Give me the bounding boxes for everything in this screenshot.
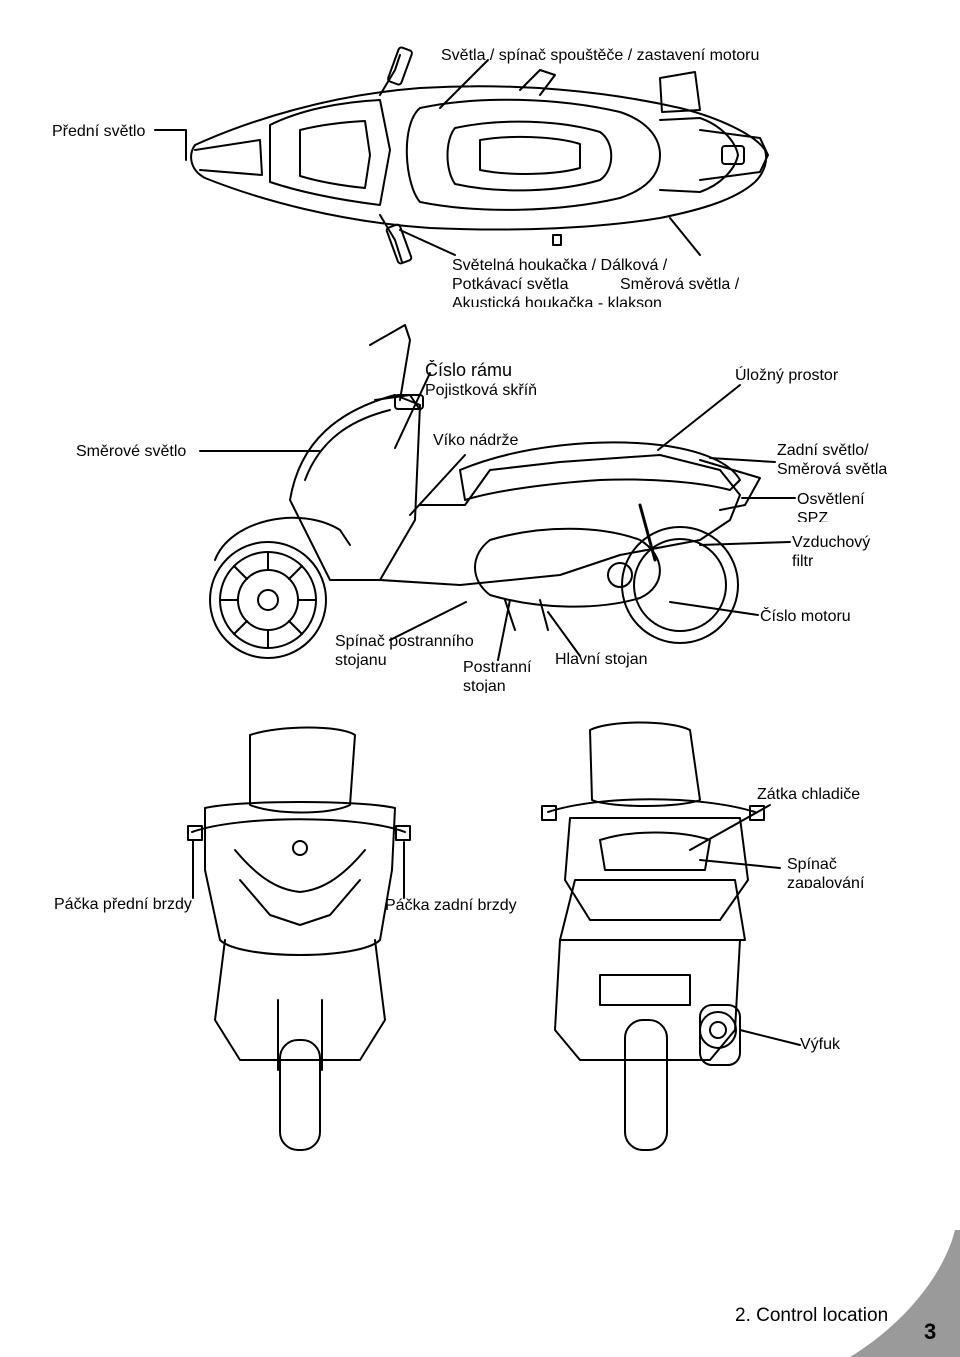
leader-exhaust bbox=[739, 1029, 801, 1046]
label-headlight: Přední světlo bbox=[52, 123, 146, 140]
scooter-front-view bbox=[187, 726, 411, 1151]
label-side-stand-line2: stojan bbox=[463, 678, 506, 693]
leader-passing bbox=[399, 229, 456, 256]
leader-main-stand bbox=[547, 611, 581, 657]
scooter-top-view bbox=[190, 46, 769, 265]
leader-side-stand-switch bbox=[389, 601, 467, 641]
label-side-stand-line1: Postranní bbox=[463, 659, 532, 676]
label-storage: Úložný prostor bbox=[735, 367, 839, 384]
label-turn-signals: Směrová světla / bbox=[620, 276, 740, 293]
leader-engine-number bbox=[669, 601, 759, 616]
label-passing-line2: Potkávací světla bbox=[452, 276, 569, 293]
label-plate-line1: Osvětlení bbox=[797, 491, 865, 508]
label-main-stand: Hlavní stojan bbox=[555, 651, 648, 668]
label-tank-cap: Víko nádrže bbox=[433, 432, 519, 449]
label-side-stand-switch-line1: Spínač postranního bbox=[335, 633, 474, 650]
scooter-side-view bbox=[209, 324, 761, 659]
leader-rear-light bbox=[709, 457, 776, 463]
label-exhaust: Výfuk bbox=[800, 1036, 841, 1053]
leader-radiator-cap bbox=[689, 804, 771, 851]
label-horn: Akustická houkačka - klakson bbox=[452, 295, 662, 307]
scooter-rear-view bbox=[541, 721, 765, 1151]
label-front-turn: Směrové světlo bbox=[76, 443, 187, 460]
label-rear-light-line2: Směrová světla bbox=[777, 461, 888, 478]
leader-frame-number bbox=[394, 372, 431, 449]
label-fuse-box: Pojistková skříň bbox=[425, 382, 538, 399]
leader-lines bbox=[154, 59, 801, 1046]
label-ignition-line2: zapalování bbox=[787, 875, 865, 888]
leader-side-stand bbox=[497, 599, 511, 661]
label-lights-switch: Světla / spínač spouštěče / zastavení mo… bbox=[441, 47, 760, 64]
leader-lights-switch bbox=[439, 59, 489, 109]
label-air-filter-line1: Vzduchový bbox=[792, 534, 871, 551]
label-passing-line1: Světelná houkačka / Dálková / bbox=[452, 257, 668, 274]
leader-ignition bbox=[699, 859, 781, 869]
label-rear-brake: Páčka zadní brzdy bbox=[385, 897, 517, 914]
page-number: 3 bbox=[924, 1319, 937, 1344]
label-plate-line2: SPZ bbox=[797, 510, 829, 522]
leader-turn-signals bbox=[669, 217, 701, 256]
label-air-filter-line2: filtr bbox=[792, 553, 814, 566]
leader-storage bbox=[657, 384, 741, 451]
leader-tank-cap bbox=[409, 454, 466, 516]
label-frame-number: Číslo rámu bbox=[425, 360, 513, 380]
leader-headlight bbox=[154, 129, 187, 161]
label-front-brake: Páčka přední brzdy bbox=[54, 896, 192, 913]
label-engine-number: Číslo motoru bbox=[760, 608, 851, 625]
label-side-stand-switch-line2: stojanu bbox=[335, 652, 387, 669]
label-rear-light-line1: Zadní světlo/ bbox=[777, 442, 869, 459]
section-title: 2. Control location bbox=[735, 1305, 889, 1326]
label-radiator-cap: Zátka chladiče bbox=[757, 786, 861, 803]
leader-air-filter bbox=[699, 541, 791, 546]
page-corner-decoration bbox=[850, 1230, 960, 1357]
label-ignition-line1: Spínač bbox=[787, 856, 837, 873]
